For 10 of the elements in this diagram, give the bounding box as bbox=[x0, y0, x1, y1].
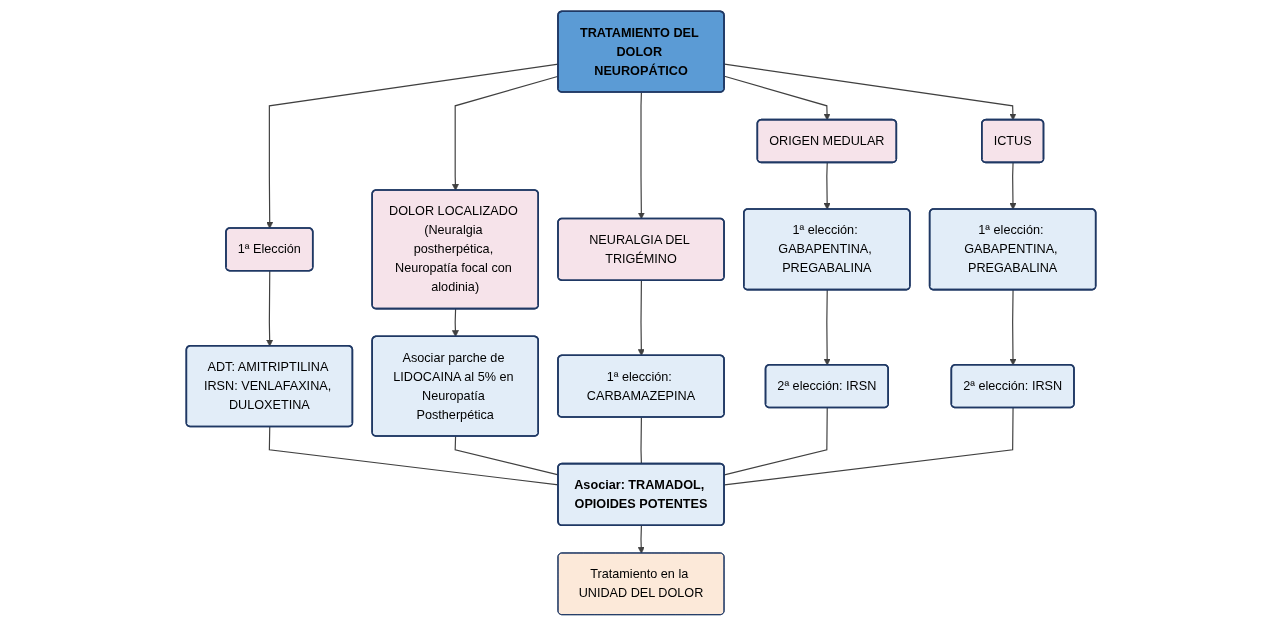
connector bbox=[640, 416, 642, 465]
arrow bbox=[1009, 289, 1017, 366]
arrow bbox=[637, 525, 645, 554]
arrow bbox=[637, 91, 645, 220]
arrow bbox=[637, 279, 645, 356]
arrow bbox=[1009, 162, 1017, 210]
arrow bbox=[266, 270, 274, 347]
arrow bbox=[823, 162, 831, 210]
arrow bbox=[823, 289, 831, 366]
arrow bbox=[451, 308, 459, 338]
